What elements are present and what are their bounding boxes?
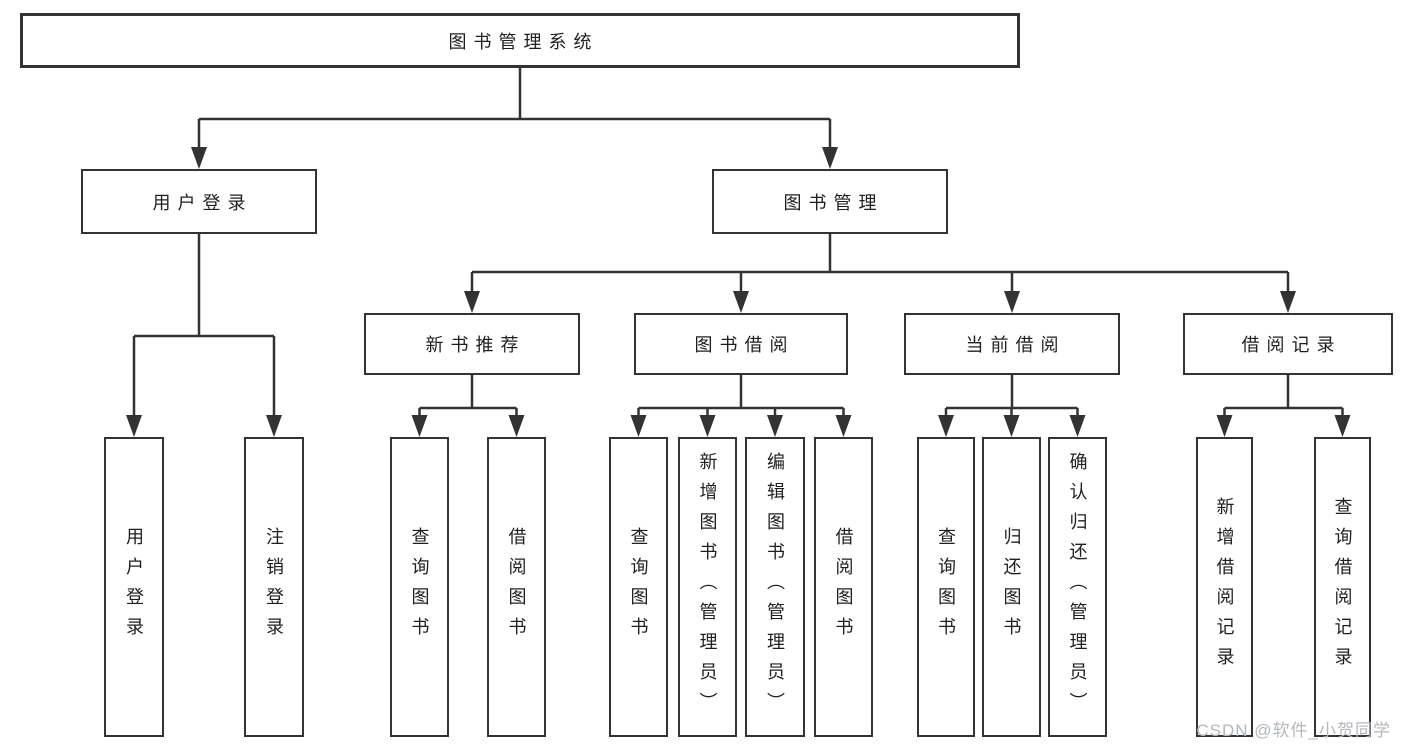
node-leaf-user-login: 用户登录 bbox=[104, 437, 164, 737]
node-leaf-query-books-recommend: 查询图书 bbox=[390, 437, 449, 737]
node-user-login-branch: 用户登录 bbox=[81, 169, 317, 234]
node-leaf-query-books-borrowing: 查询图书 bbox=[609, 437, 668, 737]
node-leaf-add-borrow-record: 新增借阅记录 bbox=[1196, 437, 1253, 737]
node-borrowing-records: 借阅记录 bbox=[1183, 313, 1393, 375]
node-leaf-return-books: 归还图书 bbox=[982, 437, 1041, 737]
node-current-borrowing: 当前借阅 bbox=[904, 313, 1120, 375]
node-book-borrowing: 图书借阅 bbox=[634, 313, 848, 375]
node-leaf-query-borrow-record: 查询借阅记录 bbox=[1314, 437, 1371, 737]
node-leaf-borrow-books-borrowing: 借阅图书 bbox=[814, 437, 873, 737]
node-leaf-logout: 注销登录 bbox=[244, 437, 304, 737]
node-new-book-recommendation: 新书推荐 bbox=[364, 313, 580, 375]
node-leaf-edit-book-admin: 编辑图书（管理员） bbox=[745, 437, 805, 737]
node-leaf-confirm-return-admin: 确认归还（管理员） bbox=[1048, 437, 1107, 737]
node-root-library-system: 图书管理系统 bbox=[20, 13, 1020, 68]
node-leaf-add-book-admin: 新增图书（管理员） bbox=[678, 437, 737, 737]
node-leaf-query-books-current: 查询图书 bbox=[917, 437, 975, 737]
arrowhead-icons bbox=[126, 147, 1351, 437]
node-leaf-borrow-books-recommend: 借阅图书 bbox=[487, 437, 546, 737]
node-book-management-branch: 图书管理 bbox=[712, 169, 948, 234]
csdn-watermark: CSDN @软件_小贺同学 bbox=[1196, 721, 1391, 740]
